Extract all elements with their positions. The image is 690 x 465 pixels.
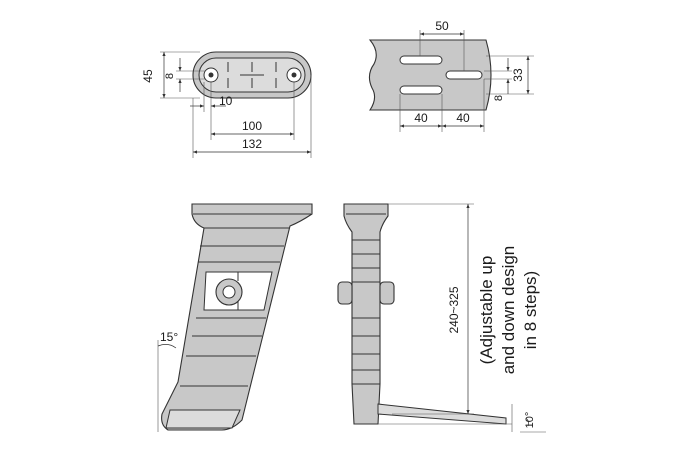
front-view-leg: 240~325 10°	[337, 203, 546, 433]
slot-top-left	[399, 55, 443, 65]
plate-view-dimensions: 50 40 40 33 8	[399, 19, 534, 132]
top-view-base	[192, 51, 312, 99]
dim-pitch-b-label: 40	[456, 111, 470, 125]
note-line-2: and down design	[499, 246, 518, 375]
left-hole-center	[208, 72, 214, 78]
front-right-knob	[379, 281, 395, 305]
dim-width-label: 132	[242, 137, 262, 151]
dim-offset-label: 10	[219, 94, 233, 108]
front-angle-label: 10°	[524, 412, 536, 429]
adjustment-note: (Adjustable up and down design in 8 step…	[477, 246, 540, 375]
dim-height-label: 45	[141, 69, 155, 83]
slot-middle-right	[445, 70, 483, 80]
foot-pad	[165, 409, 241, 429]
plate-outline	[368, 39, 492, 111]
side-view-leg: 15°	[157, 203, 313, 432]
front-leg-body	[343, 203, 389, 425]
front-left-knob	[337, 281, 353, 305]
dim-slot-label: 8	[164, 73, 176, 79]
dim-pitch-top-label: 50	[435, 19, 449, 33]
dim-plate-height-label: 33	[511, 68, 525, 82]
plate-view	[368, 39, 492, 111]
front-height-range-label: 240~325	[447, 286, 461, 333]
slot-bottom-left	[399, 85, 443, 95]
leg-body	[161, 203, 313, 431]
adjuster-knob-center	[222, 285, 236, 299]
right-hole-center	[291, 72, 297, 78]
dim-pitch-a-label: 40	[414, 111, 428, 125]
top-view-dimensions: 45 8 10 100 132	[141, 51, 312, 158]
side-angle-label: 15°	[160, 330, 178, 344]
note-line-3: in 8 steps)	[521, 271, 540, 349]
note-line-1: (Adjustable up	[477, 256, 496, 365]
dim-plate-slot-label: 8	[493, 95, 505, 101]
dim-hole-span-label: 100	[242, 119, 262, 133]
